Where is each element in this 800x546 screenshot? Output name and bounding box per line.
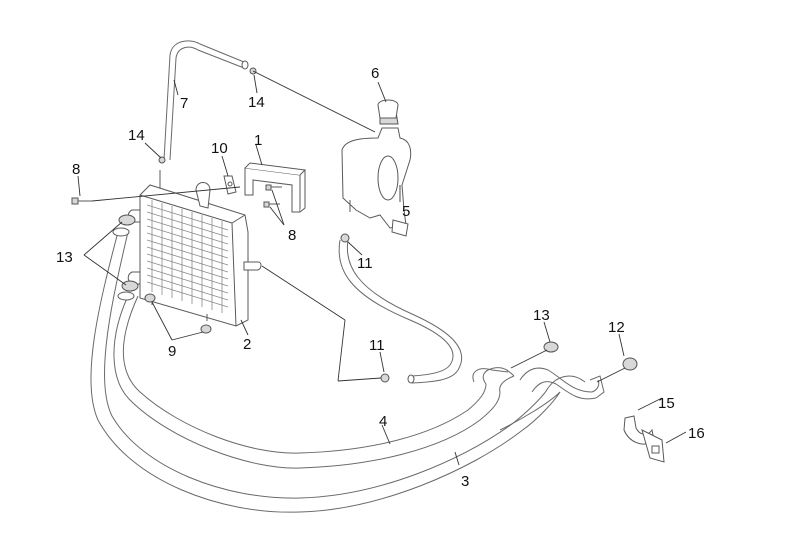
- hose-clamp-13a: [118, 214, 136, 226]
- radiator-fins: [146, 200, 229, 313]
- hose-end-3: [112, 227, 130, 237]
- screw-left: [71, 197, 92, 205]
- callout-13-left: 13: [56, 249, 73, 266]
- overflow-hose: [163, 40, 249, 161]
- tank-drain-hose: [338, 239, 463, 384]
- coolant-hose-4: [113, 295, 515, 469]
- hose-end-4: [117, 291, 135, 301]
- hose-clip-14a: [158, 156, 166, 164]
- callout-11-upper: 11: [357, 255, 373, 272]
- callout-1: 1: [254, 132, 262, 149]
- rubber-grommet-2: [200, 324, 212, 334]
- callout-6: 6: [371, 65, 379, 82]
- expansion-tank-cap: [377, 99, 399, 125]
- callout-4: 4: [379, 413, 387, 430]
- hose-clamp-11b: [380, 373, 390, 383]
- rubber-grommet-1: [144, 293, 156, 303]
- callout-11-lower: 11: [369, 337, 385, 354]
- radiator-bracket: [244, 162, 307, 213]
- callout-8-left: 8: [72, 161, 80, 178]
- hose-clamp-11a: [340, 233, 350, 243]
- callout-9: 9: [168, 343, 176, 360]
- callout-13-right: 13: [533, 307, 550, 324]
- screw-right-1: [265, 184, 282, 191]
- callout-15: 15: [658, 395, 675, 412]
- callout-3: 3: [461, 473, 469, 490]
- callout-5: 5: [402, 203, 410, 220]
- hose-clamp-13c: [543, 341, 559, 353]
- callout-14-left: 14: [128, 127, 145, 144]
- hose-s-bend-right: [472, 367, 605, 431]
- expansion-tank: [341, 127, 412, 237]
- leader-lines: [77, 74, 687, 466]
- radiator: [127, 170, 262, 327]
- holder-clip: [641, 429, 665, 463]
- callout-10: 10: [211, 140, 228, 157]
- callout-2: 2: [243, 336, 251, 353]
- callout-8-right: 8: [288, 227, 296, 244]
- hose-clamp-12: [622, 357, 638, 371]
- screw-right-2: [263, 201, 280, 208]
- bracket-clip: [223, 175, 237, 195]
- callout-12: 12: [608, 319, 625, 336]
- callout-14-right: 14: [248, 94, 265, 111]
- callout-7: 7: [180, 95, 188, 112]
- hose-clamp-13b: [121, 280, 139, 292]
- callout-16: 16: [688, 425, 705, 442]
